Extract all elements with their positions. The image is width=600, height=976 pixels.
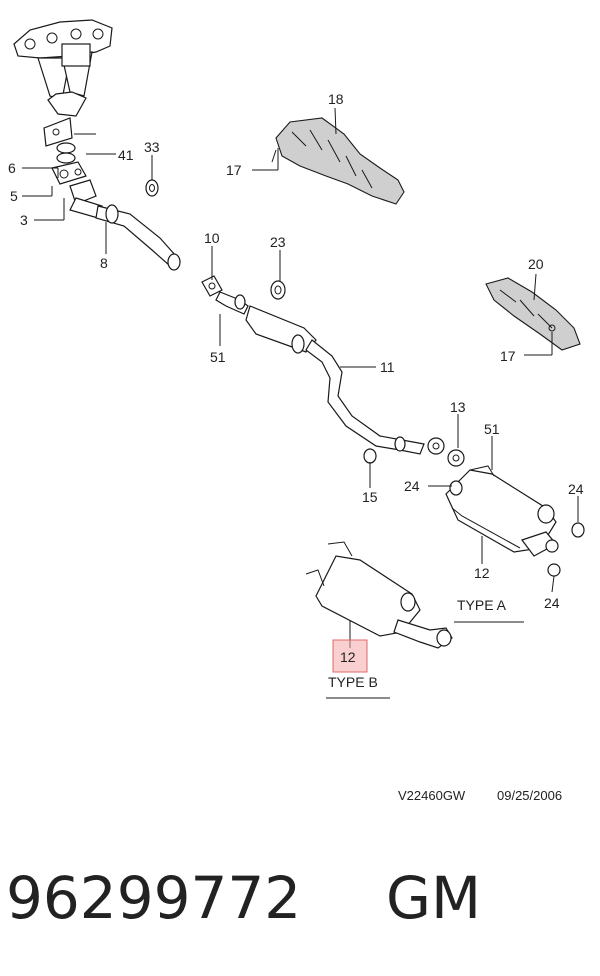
type-labels: TYPE A TYPE B: [326, 597, 524, 699]
callout-23: 23: [270, 234, 286, 250]
callout-12-type-b: 12: [340, 649, 356, 665]
callout-20: 20: [528, 256, 544, 272]
nut-15: [363, 448, 377, 464]
callout-17-shield: 17: [226, 162, 242, 178]
callout-41: 41: [118, 147, 134, 163]
callout-51-rear: 51: [484, 421, 500, 437]
callout-24-left: 24: [404, 478, 420, 494]
callout-51-front: 51: [210, 349, 226, 365]
highlight-box: [332, 639, 368, 673]
callout-8: 8: [100, 255, 108, 271]
callout-11: 11: [380, 359, 395, 375]
callout-17-shield-b: 17: [500, 348, 516, 364]
part-number: 96299772: [6, 864, 301, 932]
nut-33: [145, 179, 159, 197]
front-pipe: [95, 204, 181, 271]
callout-5: 5: [10, 188, 18, 204]
brand: GM: [386, 864, 481, 932]
muffler-type-b: [305, 541, 453, 649]
type-b-label: TYPE B: [328, 674, 378, 690]
front-pipe-flange: [51, 161, 103, 219]
leader-lines: [22, 107, 579, 648]
drawing-stamp: V22460GW 09/25/2006: [398, 788, 562, 803]
exhaust-manifold: [13, 19, 113, 117]
callout-24-bottom: 24: [544, 595, 560, 611]
type-a-label: TYPE A: [457, 597, 507, 613]
callout-12-type-a: 12: [474, 565, 490, 581]
grommet-24-bottom: [547, 563, 561, 577]
drawing-code: V22460GW: [398, 788, 466, 803]
drawing-date: 09/25/2006: [497, 788, 562, 803]
callout-10: 10: [204, 230, 220, 246]
callout-18: 18: [328, 91, 344, 107]
callouts: 18 17 20 17 33 41 6 5 3 8 10 23 51 11 13…: [8, 91, 584, 673]
callout-33: 33: [144, 139, 160, 155]
hanger-23: [270, 280, 286, 300]
callout-6: 6: [8, 160, 16, 176]
footer: 96299772 GM: [6, 864, 481, 932]
manifold-bracket: [43, 117, 96, 164]
heat-shield-20: [485, 277, 581, 351]
callout-13: 13: [450, 399, 466, 415]
gasket-10: [201, 275, 223, 297]
callout-24-right: 24: [568, 481, 584, 497]
callout-15: 15: [362, 489, 378, 505]
callout-3: 3: [20, 212, 28, 228]
center-pipe: [215, 291, 445, 455]
grommet-24-right: [571, 522, 585, 538]
gasket-13: [447, 449, 465, 467]
muffler-type-a: [445, 465, 559, 557]
heat-shield-18: [271, 117, 405, 205]
grommet-24-left: [449, 480, 463, 496]
